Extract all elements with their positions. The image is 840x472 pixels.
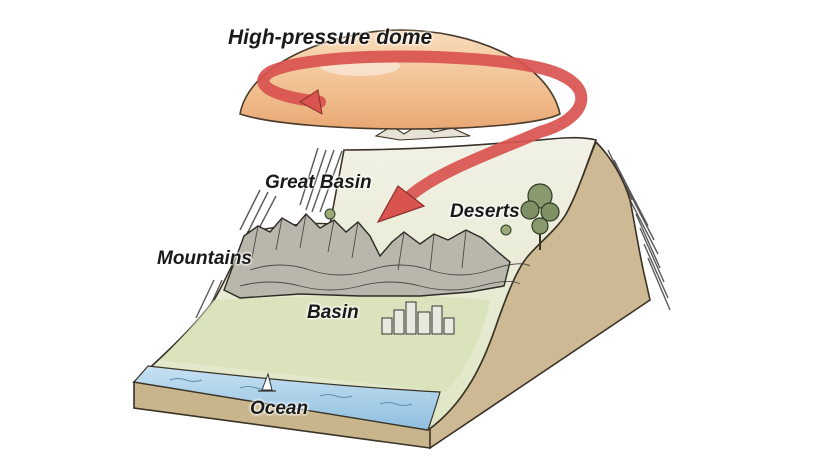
sailboat-icon [258, 372, 276, 392]
mountains-label: Mountains [157, 248, 252, 269]
basin-label: Basin [307, 302, 359, 323]
great-basin-label: Great Basin [265, 172, 372, 193]
back-shadow-hatching [195, 147, 671, 323]
ocean-water [132, 365, 441, 431]
dome-label: High-pressure dome [228, 26, 433, 49]
arrow-tail-icon [299, 89, 323, 115]
arrow-head-icon [376, 185, 426, 224]
shrub-icon [324, 208, 512, 236]
city-skyline [381, 301, 455, 335]
deserts-label: Deserts [450, 201, 520, 222]
ocean-label: Ocean [250, 398, 309, 419]
mountain-hatching [239, 213, 531, 291]
circulation-arrow [257, 50, 588, 202]
desert-tree-icon [520, 183, 560, 250]
mountain-range [223, 212, 511, 299]
